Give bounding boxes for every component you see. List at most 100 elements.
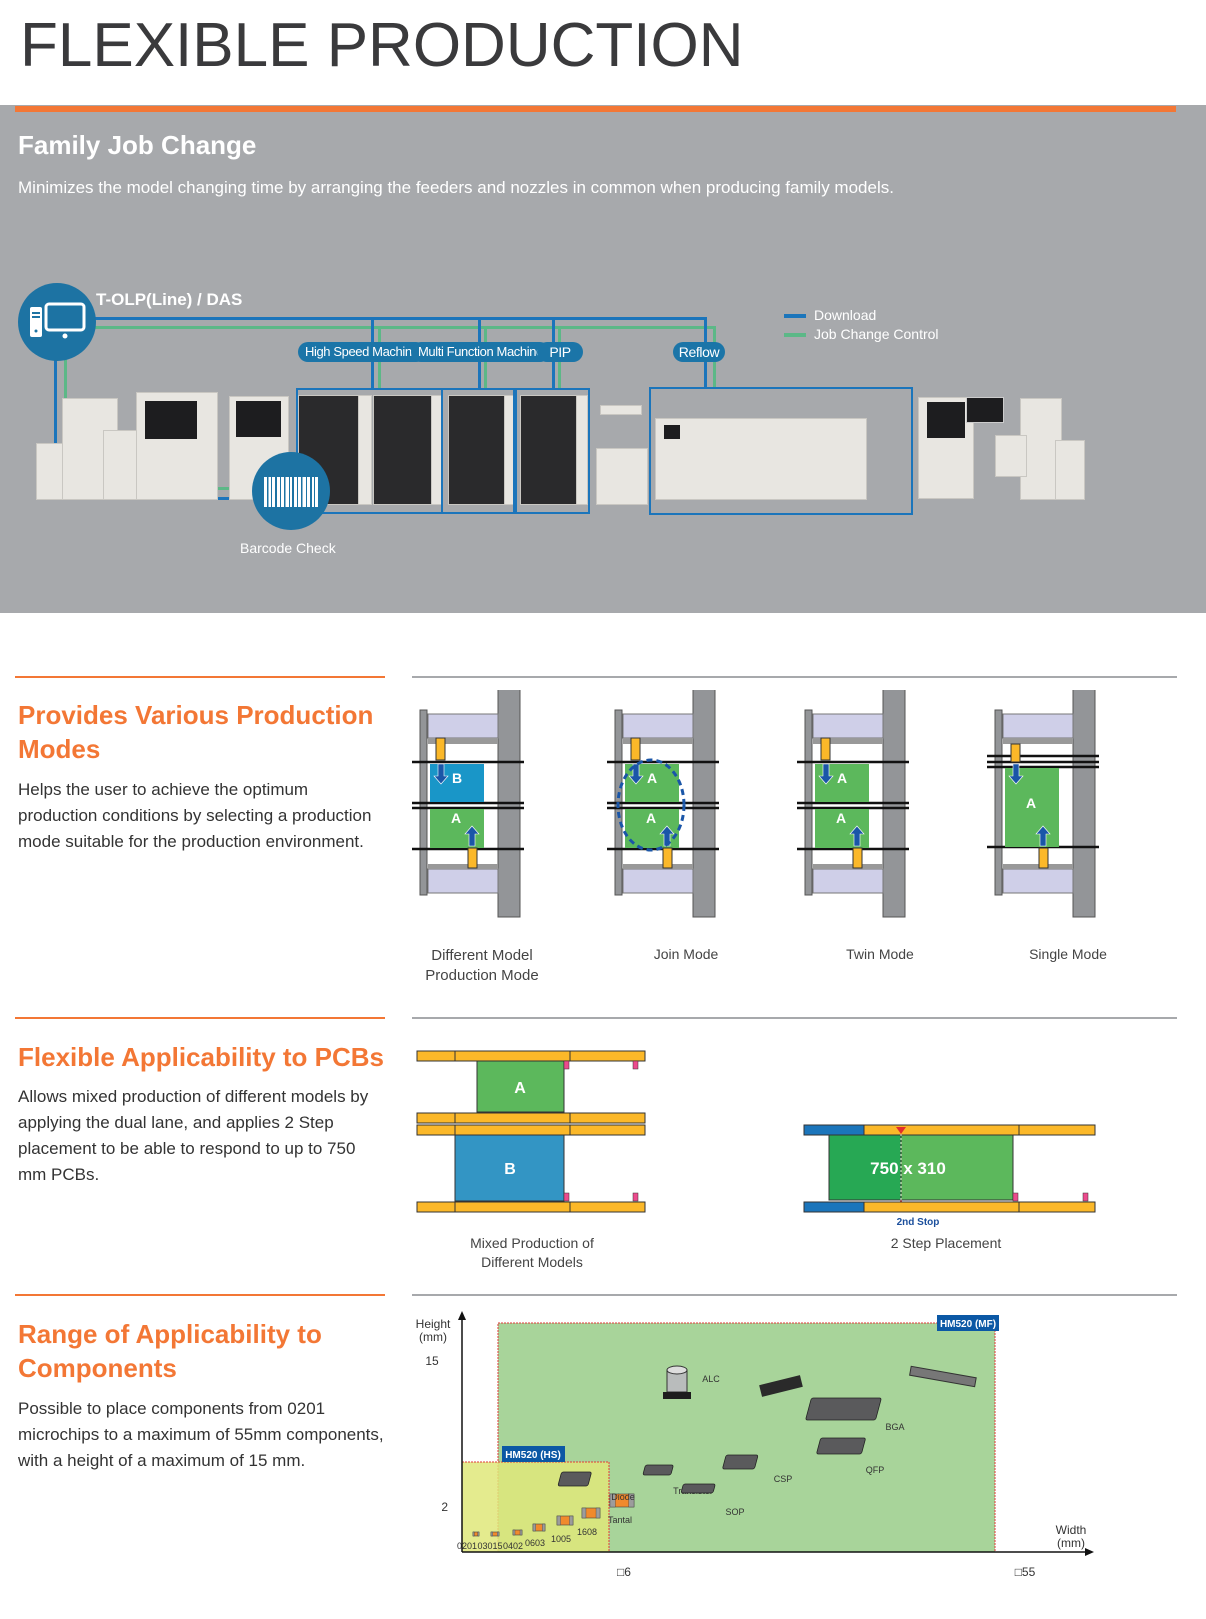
machine-high-speed-2 [373,395,433,505]
chip-terminal [542,1523,546,1532]
chip-terminal [490,1531,493,1537]
x-tick-6: □6 [617,1565,631,1579]
component-csp: CSP [722,1454,792,1484]
chip-terminal [472,1531,475,1537]
label-multi-function-machine: Multi Function Machine [411,342,550,362]
mode-diagram: AA [797,690,909,918]
feeder-bottom [1002,868,1074,894]
caption-mixed-1: Mixed Production of [470,1235,594,1251]
stopper [1012,1192,1019,1202]
head-bottom [662,847,673,869]
feeder-comb-bottom [428,864,498,869]
caption-two-step: 2 Step Placement [890,1235,1002,1251]
barcode-circle [252,452,330,530]
arrow-down-icon [1008,763,1024,785]
section-body-modes: Helps the user to achieve the optimum pr… [18,780,372,851]
side-frame [994,709,1003,896]
machine-conveyor-top [600,405,642,415]
feeder-comb-top [428,738,498,744]
y-tick-2: 2 [441,1500,448,1514]
rail-middle-1 [416,1112,646,1124]
board-bottom-label: A [451,810,461,826]
stopper [632,1192,639,1202]
barcode-label: Barcode Check [240,540,336,556]
board-top-label: A [837,770,847,786]
diagram-rule-components [412,1294,1177,1296]
machine-printer [136,392,218,500]
machine-aoi [918,397,974,499]
machine-pip-panel [576,395,588,505]
rail-bottom [416,1201,646,1213]
machine-frame [1072,690,1096,918]
rail-entry-top [803,1124,865,1136]
label-hm520-mf: HM520 (MF) [937,1315,999,1331]
component-connector [909,1365,977,1388]
arrow-up-icon [659,825,675,847]
board-a [476,1060,565,1113]
component-bga: BGA [805,1397,905,1432]
machine-inspection-conveyor [596,448,648,505]
chip-label: Tantal [608,1515,632,1525]
circulation-arrow-icon [616,758,686,852]
legend-download-label: Download [814,307,877,323]
component-label: ALC [702,1374,720,1384]
chip-terminal [532,1523,536,1532]
section-rule-pcbs [15,1017,385,1019]
legend-download-swatch [784,314,806,318]
machine-pip [520,395,578,505]
component-body [816,1437,866,1455]
head-top [1010,743,1021,763]
component-label: Diode [611,1492,635,1502]
download-line [90,317,707,320]
chip-label: 03015 [477,1541,502,1551]
section-title-modes: Provides Various Production Modes [18,700,374,764]
hero-title: Family Job Change [18,130,257,160]
chip-terminal [569,1515,574,1526]
feeder-bottom [427,868,499,894]
mode-diagram: AA [607,690,719,918]
board-top-label: A [647,770,657,786]
feeder-comb-bottom [623,864,693,869]
feeder-comb-bottom [1003,864,1073,869]
label-high-speed-machine: High Speed Machine [298,342,426,362]
machine-reflow [655,418,867,500]
label-text: HM520 (MF) [940,1319,996,1330]
chip-terminal [581,1507,587,1519]
alc-top [666,1365,688,1375]
chip-terminal [556,1515,561,1526]
chip-03015: 03015 [477,1531,503,1551]
arrow-up-icon [464,825,480,847]
aoi-monitor [966,397,1004,423]
label-pip: PIP [537,342,583,362]
head-bottom [467,847,478,869]
chip-terminal [609,1493,616,1508]
component-sop: SOP [681,1483,745,1517]
rail-top-exit [1018,1124,1096,1136]
stopper [563,1192,570,1202]
board-b-label: B [504,1161,516,1178]
chip-label: 1005 [551,1534,571,1544]
caption-different-model-1: Different Model [431,947,533,964]
chip-terminal [595,1507,601,1519]
chip-0201: 0201 [457,1531,480,1551]
hero-description: Minimizes the model changing time by arr… [18,178,894,197]
feeder-comb-top [813,738,883,744]
diagram-rule-modes [412,676,1177,678]
head-bottom [1038,847,1049,869]
machine-multi-function [448,395,506,505]
second-stop-label: 2nd Stop [897,1217,940,1228]
y-axis-arrow [458,1311,466,1320]
rail-bottom [863,1201,1020,1213]
feeder-top [1002,713,1074,739]
machine-high-speed-1-panel [358,395,372,505]
stop-marker-top [896,1127,906,1134]
caption-different-model-2: Production Mode [425,967,539,984]
y-axis-label-2: (mm) [419,1330,447,1344]
caption-twin-mode: Twin Mode [846,946,914,962]
hero-panel [0,105,1206,613]
board-top-label: B [452,770,462,786]
two-step-diagram: 750 x 310 2nd Stop [803,1124,1096,1228]
chip-terminal [519,1529,523,1536]
label-text: HM520 (HS) [505,1450,561,1461]
